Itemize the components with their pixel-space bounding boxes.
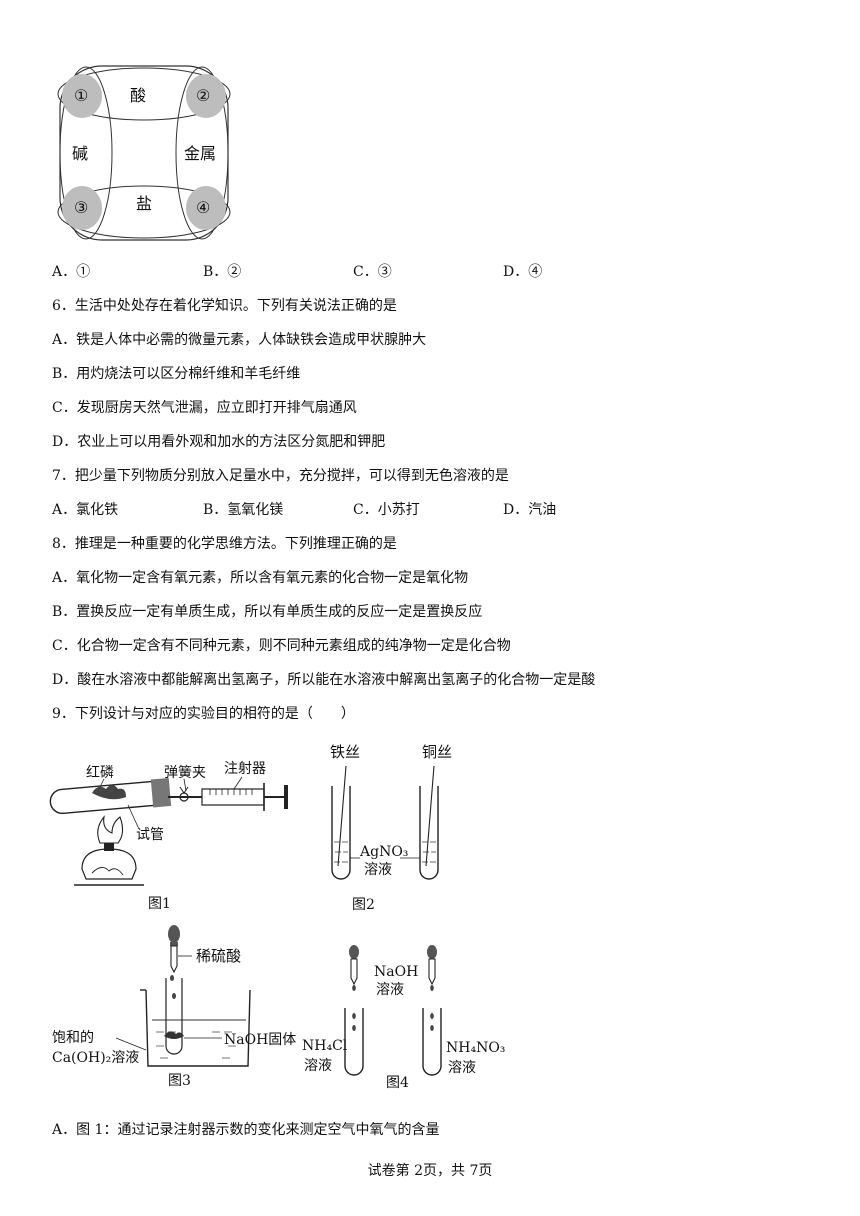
diagram-num-2: ② (196, 86, 211, 105)
fig4-label-naoh: NaOH (374, 964, 419, 980)
figure-1: 红磷 弹簧夹 注射器 试管 图1 (49, 761, 302, 915)
fig4-label-solution: 溶液 (376, 982, 404, 998)
fig2-label-solution: 溶液 (364, 862, 392, 878)
q8-option-a[interactable]: A．氧化物一定含有氧元素，所以含有氧元素的化合物一定是氧化物 (52, 570, 469, 586)
fig4-label-nh4cl-solution: 溶液 (304, 1058, 332, 1074)
q8-stem: 8．推理是一种重要的化学思维方法。下列推理正确的是 (52, 536, 397, 552)
q7-stem: 7．把少量下列物质分别放入足量水中，充分搅拌，可以得到无色溶液的是 (52, 468, 509, 484)
fig4-label-nh4no3: NH₄NO₃ (446, 1040, 506, 1056)
q5-option-a[interactable]: A．① (52, 264, 91, 280)
fig2-label-copper-wire: 铜丝 (422, 743, 453, 761)
fig4-caption: 图4 (386, 1075, 409, 1091)
fig3-label-saturated: 饱和的 (52, 1030, 94, 1046)
fig1-caption: 图1 (148, 896, 171, 912)
fig3-label-solid: NaOH固体 (224, 1032, 297, 1048)
q6-option-b[interactable]: B．用灼烧法可以区分棉纤维和羊毛纤维 (52, 366, 301, 382)
q9-option-a[interactable]: A．图 1：通过记录注射器示数的变化来测定空气中氧气的含量 (52, 1122, 440, 1138)
figure-3: 稀硫酸 饱和的 Ca(OH)₂溶液 NaOH固体 图3 (52, 920, 312, 1090)
q6-stem: 6．生活中处处存在着化学知识。下列有关说法正确的是 (52, 298, 397, 314)
q5-option-c[interactable]: C．③ (353, 264, 392, 280)
q6-option-c[interactable]: C．发现厨房天然气泄漏，应立即打开排气扇通风 (52, 400, 357, 416)
diagram-label-metal: 金属 (184, 144, 217, 163)
fig2-label-solution-formula: AgNO₃ (360, 844, 409, 860)
q9-stem: 9．下列设计与对应的实验目的相符的是（ ） (52, 706, 355, 722)
figure-4-apparatus (344, 945, 442, 1076)
diagram-label-base: 碱 (72, 144, 89, 163)
figure-2-apparatus (331, 765, 439, 880)
fig3-caption: 图3 (168, 1073, 191, 1089)
q8-option-b[interactable]: B．置换反应一定有单质生成，所以有单质生成的反应一定是置换反应 (52, 604, 483, 620)
fig3-label-caoh2: Ca(OH)₂溶液 (52, 1050, 140, 1066)
q5-option-d[interactable]: D．④ (503, 264, 543, 280)
q8-option-c[interactable]: C．化合物一定含有不同种元素，则不同种元素组成的纯净物一定是化合物 (52, 638, 511, 654)
cycle-diagram-graphic (57, 65, 231, 241)
fig1-label-clamp: 弹簧夹 (164, 765, 206, 781)
fig1-label-red-phosphorus: 红磷 (86, 765, 114, 781)
q7-option-c[interactable]: C．小苏打 (353, 502, 420, 518)
diagram-num-1: ① (74, 86, 89, 105)
fig2-caption: 图2 (352, 897, 375, 913)
q6-option-d[interactable]: D．农业上可以用看外观和加水的方法区分氮肥和钾肥 (52, 434, 386, 450)
q8-option-d[interactable]: D．酸在水溶液中都能解离出氢离子，所以能在水溶液中解离出氢离子的化合物一定是酸 (52, 672, 596, 688)
page-footer: 试卷第 2页，共 7页 (367, 1163, 493, 1179)
q7-option-a[interactable]: A．氯化铁 (52, 502, 119, 518)
diagram-num-3: ③ (74, 198, 89, 217)
figure-2: 铁丝 铜丝 AgNO₃ 溶液 图2 (300, 738, 480, 918)
diagram-label-salt: 盐 (136, 194, 153, 213)
q7-option-b[interactable]: B．氢氧化镁 (203, 502, 284, 518)
diagram-num-4: ④ (196, 198, 211, 217)
fig2-label-iron-wire: 铁丝 (330, 743, 361, 761)
figure-3-apparatus (115, 925, 251, 1067)
fig1-label-tube: 试管 (136, 827, 164, 843)
fig3-label-acid: 稀硫酸 (196, 947, 242, 965)
fig4-label-nh4no3-solution: 溶液 (448, 1060, 476, 1076)
q5-diagram: 酸 碱 金属 盐 ① ② ③ ④ (52, 60, 236, 246)
figure-4: NaOH 溶液 NH₄Cl 溶液 NH₄NO₃ 溶液 图4 (300, 940, 520, 1091)
q7-option-d[interactable]: D．汽油 (503, 502, 557, 518)
q5-option-b[interactable]: B．② (203, 264, 242, 280)
figure-1-apparatus (49, 776, 288, 886)
fig1-label-syringe: 注射器 (224, 761, 266, 777)
diagram-label-acid: 酸 (130, 86, 147, 105)
q6-option-a[interactable]: A．铁是人体中必需的微量元素，人体缺铁会造成甲状腺肿大 (52, 332, 427, 348)
fig4-label-nh4cl: NH₄Cl (302, 1038, 348, 1054)
